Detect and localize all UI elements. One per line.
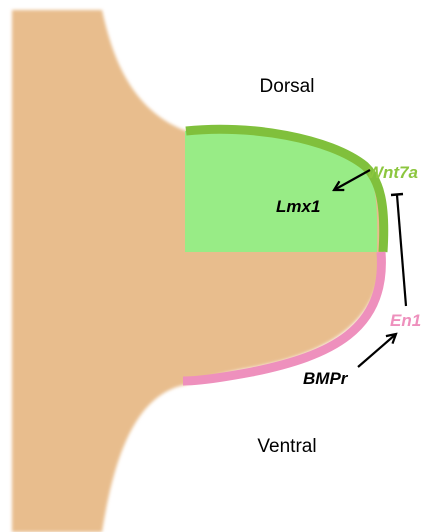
dorsal-mesenchyme-domain <box>185 130 377 252</box>
dorsal-label: Dorsal <box>260 76 315 97</box>
ventral-label: Ventral <box>257 436 316 457</box>
inhibition-line <box>397 195 406 306</box>
en1-label: En1 <box>390 311 421 330</box>
bmpr-activates-en1-arrow <box>358 334 396 367</box>
inhibition-bar <box>391 194 403 195</box>
wnt7a-label: Wnt7a <box>367 163 418 182</box>
mesenchyme-body-wall <box>12 10 385 532</box>
lmx1-label: Lmx1 <box>276 197 320 216</box>
bmpr-label: BMPr <box>303 369 349 388</box>
en1-inhibits-wnt7a <box>391 194 406 306</box>
